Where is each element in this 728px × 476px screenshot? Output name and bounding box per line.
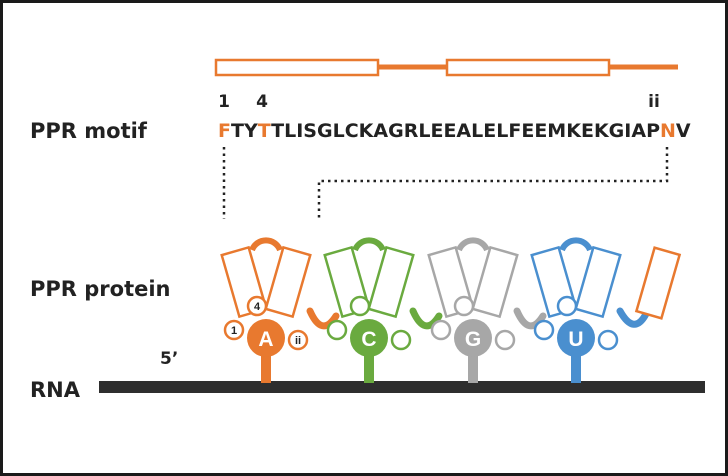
motif-residue: I <box>296 120 303 142</box>
contact-residue-4 <box>246 295 268 317</box>
motif-residue: M <box>547 120 566 142</box>
motif-residue: A <box>373 120 388 142</box>
contact-residue-4 <box>349 295 371 317</box>
motif-residue: Y <box>243 120 258 142</box>
motif-residue: L <box>333 120 345 142</box>
inter-unit-linker <box>409 307 443 330</box>
motif-residue: K <box>594 120 610 142</box>
motif-residue: K <box>359 120 375 142</box>
contact-number-label: 4 <box>254 301 261 313</box>
helix-turn-arc <box>559 237 593 252</box>
unit-stem <box>468 352 478 383</box>
contact-residue-1 <box>326 319 348 341</box>
base-disc <box>454 319 492 357</box>
motif-residue: K <box>566 120 582 142</box>
base-disc <box>350 319 388 357</box>
secondary-structure <box>214 58 678 77</box>
contact-residue-4 <box>453 295 475 317</box>
contact-residue-1 <box>430 319 452 341</box>
contact-residue-4 <box>556 295 578 317</box>
ppr-unit-u: U <box>530 237 622 383</box>
rna-label: RNA <box>30 378 81 402</box>
motif-residue: E <box>521 120 534 142</box>
ppr-motif-label: PPR motif <box>30 119 148 143</box>
trailing-linker <box>616 307 650 328</box>
motif-residue: A <box>631 120 646 142</box>
motif-residue: N <box>660 120 676 142</box>
next-unit-helix <box>634 246 682 320</box>
motif-residue: L <box>284 120 296 142</box>
motif-residue: E <box>581 120 594 142</box>
base-disc <box>557 319 595 357</box>
helix-a-box <box>214 58 380 77</box>
motif-residue: F <box>508 120 521 142</box>
helix-b-rect <box>574 245 622 319</box>
contact-residue-ii <box>390 329 412 351</box>
contact-number-label: 1 <box>231 325 237 337</box>
motif-residue: C <box>345 120 359 142</box>
motif-residue: A <box>456 120 471 142</box>
motif-residue: R <box>404 120 419 142</box>
motif-residue: E <box>534 120 547 142</box>
motif-residue: E <box>430 120 443 142</box>
helix-b-rect <box>471 245 519 319</box>
motif-residue: L <box>496 120 508 142</box>
unit-stem <box>364 352 374 383</box>
rna-strand <box>99 381 705 393</box>
ppr-protein-units: A 1 4 ii C G U <box>220 237 682 383</box>
unit-stem <box>571 352 581 383</box>
base-disc <box>247 319 285 357</box>
motif-residue: E <box>443 120 456 142</box>
motif-residue: F <box>218 120 231 142</box>
helix-turn-arc <box>249 237 283 252</box>
connector-right <box>317 147 669 219</box>
ppr-protein-label: PPR protein <box>30 277 171 301</box>
helix-b-rect <box>264 245 312 319</box>
motif-residue: S <box>303 120 317 142</box>
ppr-unit-c: C <box>323 237 443 383</box>
contact-residue-ii <box>287 329 309 351</box>
motif-residue: G <box>609 120 625 142</box>
base-letter: G <box>465 328 481 351</box>
ppr-unit-g: G <box>427 237 547 383</box>
contact-residue-1 <box>533 319 555 341</box>
motif-residue: L <box>471 120 483 142</box>
contact-residue-ii <box>494 329 516 351</box>
contact-residue-ii <box>597 329 619 351</box>
helix-b-box <box>445 58 611 77</box>
motif-residue: G <box>317 120 333 142</box>
contact-number-label: ii <box>295 335 301 347</box>
inter-unit-linker <box>306 307 340 330</box>
base-letter: U <box>568 328 583 351</box>
motif-residue: T <box>231 120 244 142</box>
motif-residue: T <box>271 120 284 142</box>
base-letter: A <box>258 328 273 351</box>
helix-b-rect <box>367 245 415 319</box>
motif-residue: L <box>418 120 430 142</box>
position-1-label: 1 <box>218 92 230 112</box>
helix-turn-arc <box>352 237 386 252</box>
inter-unit-linker <box>513 307 547 330</box>
position-ii-label: ii <box>648 92 660 112</box>
motif-residue: P <box>646 120 660 142</box>
motif-residue: V <box>676 120 691 142</box>
motif-residue: T <box>258 120 271 142</box>
unit-stem <box>261 352 271 383</box>
helix-turn-arc <box>456 237 490 252</box>
ppr-unit-a: A 1 4 ii <box>220 237 340 383</box>
motif-residue: I <box>624 120 631 142</box>
position-4-label: 4 <box>256 92 268 112</box>
motif-sequence: FTYTTLISGLCKAGRLEEALELFEEMKEKGIAPNV <box>218 120 691 142</box>
motif-residue: E <box>483 120 496 142</box>
contact-residue-1 <box>223 319 245 341</box>
dotted-connectors <box>222 147 669 219</box>
five-prime-label: 5’ <box>160 349 178 369</box>
base-letter: C <box>361 328 376 351</box>
motif-residue: G <box>388 120 404 142</box>
